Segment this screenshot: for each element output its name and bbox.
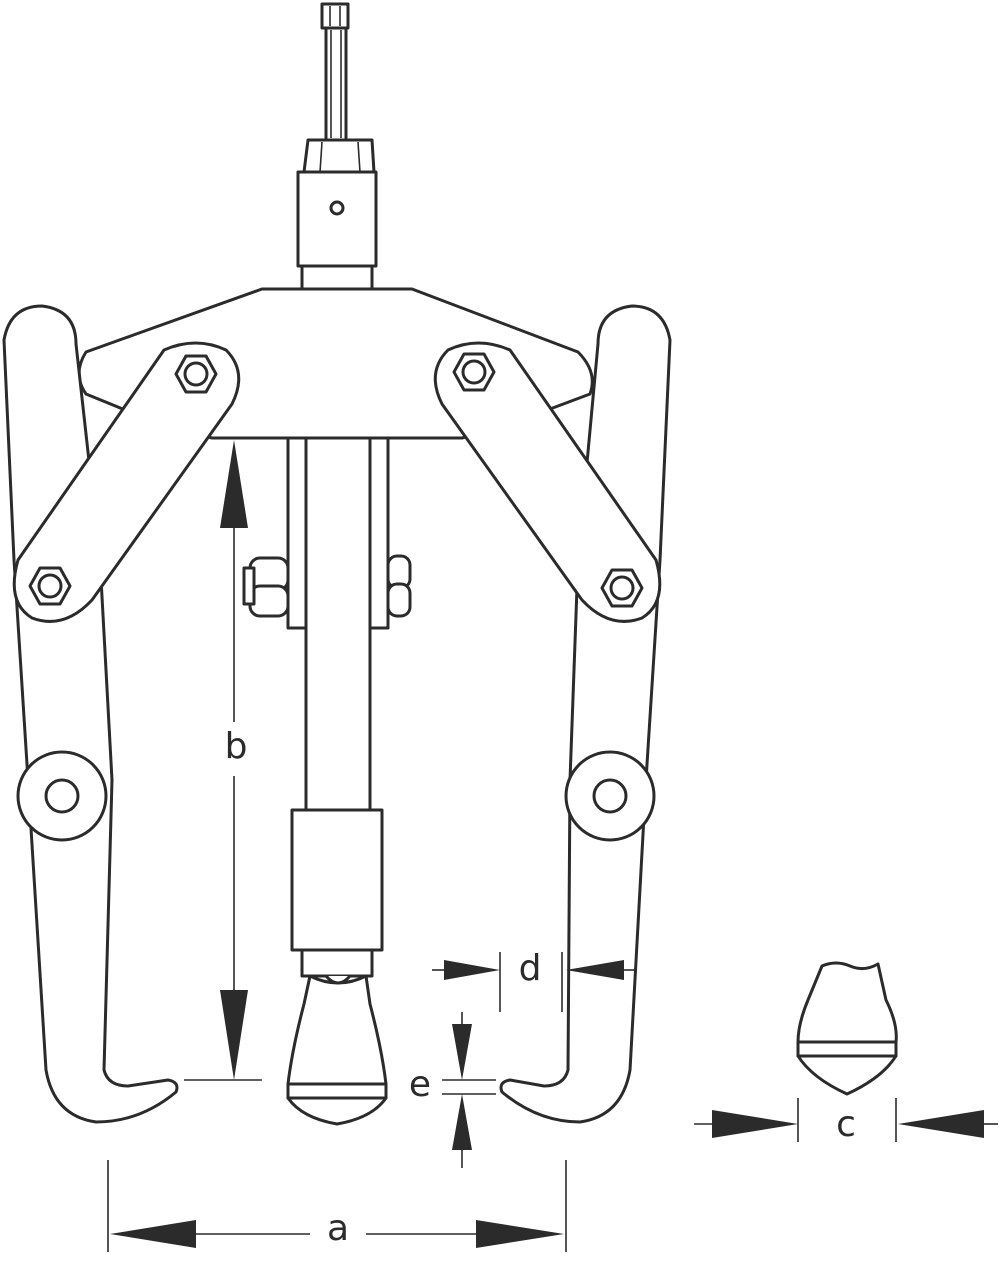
dimension-c	[694, 1098, 998, 1142]
label-e: e	[409, 1064, 431, 1105]
right-link-arm	[433, 341, 662, 623]
dimension-e	[442, 1012, 496, 1168]
hex-bolt-icon-upper-left	[174, 354, 218, 394]
hex-bolt-icon-lower-right	[600, 568, 644, 608]
dimension-a	[107, 1160, 567, 1252]
dimension-d	[432, 952, 636, 1012]
guide-bolts	[242, 554, 412, 618]
label-c: c	[836, 1104, 856, 1145]
label-d: d	[519, 948, 542, 989]
spindle	[320, 2, 350, 142]
right-jaw	[499, 304, 672, 1124]
hex-bolt-icon-lower-left	[28, 566, 72, 606]
label-b: b	[225, 726, 248, 767]
spindle-nut	[296, 138, 378, 292]
center-spindle	[286, 436, 390, 1126]
hex-bolt-icon-upper-right	[452, 352, 496, 392]
left-jaw	[2, 304, 179, 1124]
dimension-b	[184, 440, 262, 1081]
tip-detail	[796, 961, 898, 1096]
left-link-arm	[12, 341, 241, 623]
label-a: a	[327, 1208, 349, 1249]
